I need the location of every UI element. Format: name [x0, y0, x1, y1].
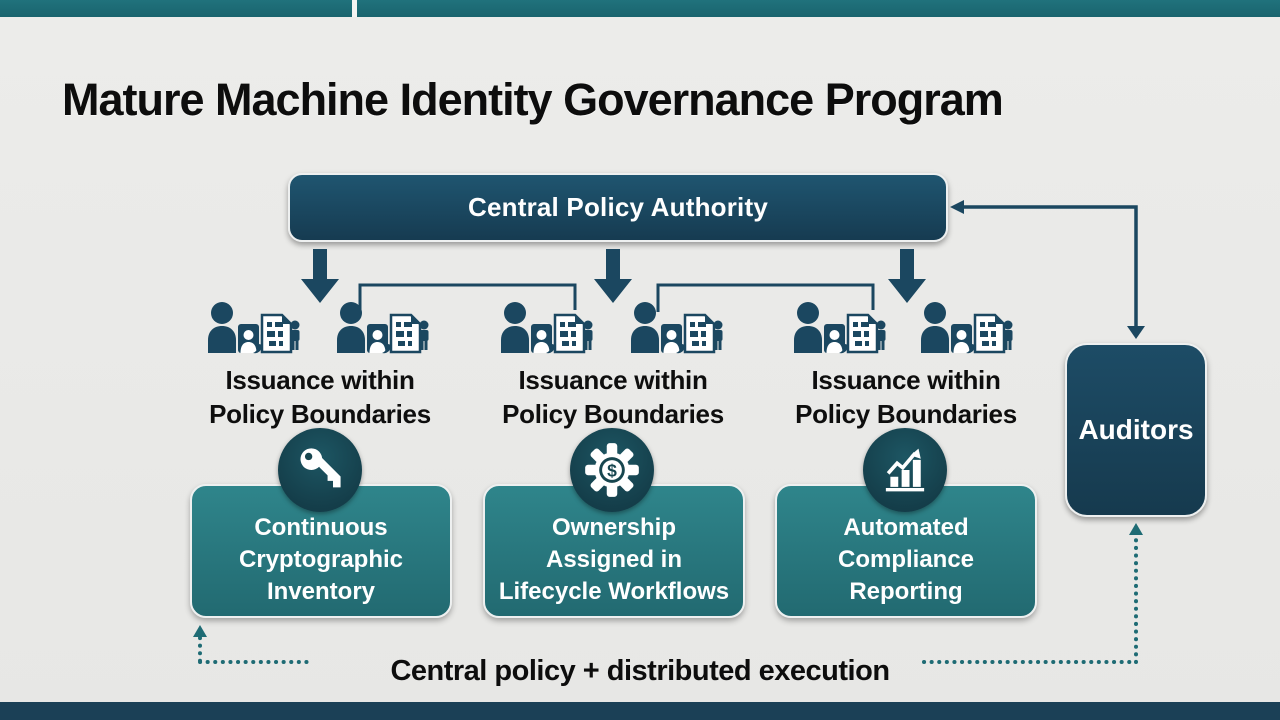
bracket-connector-left	[358, 283, 577, 312]
team-identity-document-icon	[919, 300, 1014, 354]
issuance-label-1: Issuance within Policy Boundaries	[170, 363, 470, 432]
cpa-to-auditors-connector	[962, 205, 1138, 326]
pillar-text-line: Cryptographic	[238, 546, 403, 574]
team-identity-document-icon	[335, 300, 430, 354]
top-bar-gap	[352, 0, 357, 17]
dotted-line-left	[198, 636, 314, 664]
arrowhead-up-icon	[1129, 523, 1143, 535]
issuance-label-line: Issuance within	[225, 365, 415, 395]
top-accent-bar	[0, 0, 1280, 17]
pillar-ownership-lifecycle-workflows: Ownership Assigned in Lifecycle Workflow…	[483, 484, 745, 618]
issuance-label-line: Issuance within	[811, 365, 1001, 395]
issuance-label-3: Issuance within Policy Boundaries	[756, 363, 1056, 432]
key-icon	[278, 428, 362, 512]
footer-caption: Central policy + distributed execution	[390, 655, 890, 687]
down-arrow-icon	[594, 249, 632, 303]
bottom-accent-bar	[0, 702, 1280, 720]
arrowhead-down-icon	[1127, 326, 1145, 339]
pillar-text-line: Automated	[843, 514, 969, 542]
pillar-text-line: Assigned in	[545, 546, 683, 574]
pillar-text-line: Reporting	[849, 577, 963, 605]
pillar-text-line: Compliance	[837, 546, 975, 574]
down-arrow-icon	[301, 249, 339, 303]
arrowhead-up-icon	[193, 625, 207, 637]
issuance-label-line: Issuance within	[518, 365, 708, 395]
gear-dollar-icon: $	[570, 428, 654, 512]
pillar-text-line: Inventory	[266, 577, 376, 605]
auditors-label: Auditors	[1078, 414, 1194, 445]
issuance-label-line: Policy Boundaries	[209, 399, 431, 430]
team-identity-document-icon	[499, 300, 594, 354]
central-policy-authority-node: Central Policy Authority	[288, 173, 948, 242]
down-arrow-icon	[888, 249, 926, 303]
pillar-text-line: Ownership	[551, 514, 677, 542]
auditors-node: Auditors	[1065, 343, 1207, 517]
issuance-label-line: Policy Boundaries	[502, 399, 724, 430]
issuance-label-2: Issuance within Policy Boundaries	[463, 363, 763, 432]
pillar-text-line: Lifecycle Workflows	[498, 577, 730, 605]
bar-chart-trend-icon	[863, 428, 947, 512]
team-identity-document-icon	[206, 300, 301, 354]
issuance-label-line: Policy Boundaries	[795, 399, 1017, 430]
team-identity-document-icon	[792, 300, 887, 354]
pillar-text-line: Continuous	[254, 514, 388, 542]
bracket-connector-right	[656, 283, 875, 312]
central-policy-authority-label: Central Policy Authority	[468, 192, 768, 222]
dollar-sign: $	[607, 460, 617, 480]
arrowhead-left-icon	[950, 200, 964, 214]
team-identity-document-icon	[629, 300, 724, 354]
page-title: Mature Machine Identity Governance Progr…	[62, 74, 1004, 125]
